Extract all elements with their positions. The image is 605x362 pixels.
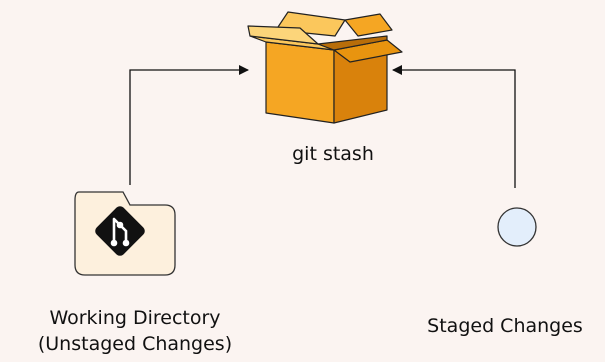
staged-changes-label: Staged Changes: [427, 315, 583, 337]
git-diamond-icon: [95, 206, 145, 256]
edge-staged-to-stash: [392, 65, 516, 188]
git-folder-icon: [74, 191, 176, 276]
working-directory-label-line1: Working Directory: [49, 307, 221, 329]
working-directory-label-line2: (Unstaged Changes): [37, 333, 233, 355]
stash-label: git stash: [292, 143, 374, 165]
cardboard-box-icon: [247, 11, 403, 124]
edge-working-to-stash: [129, 65, 249, 185]
staged-circle-icon: [497, 207, 537, 247]
working-directory-label: Working Directory (Unstaged Changes): [10, 305, 260, 357]
